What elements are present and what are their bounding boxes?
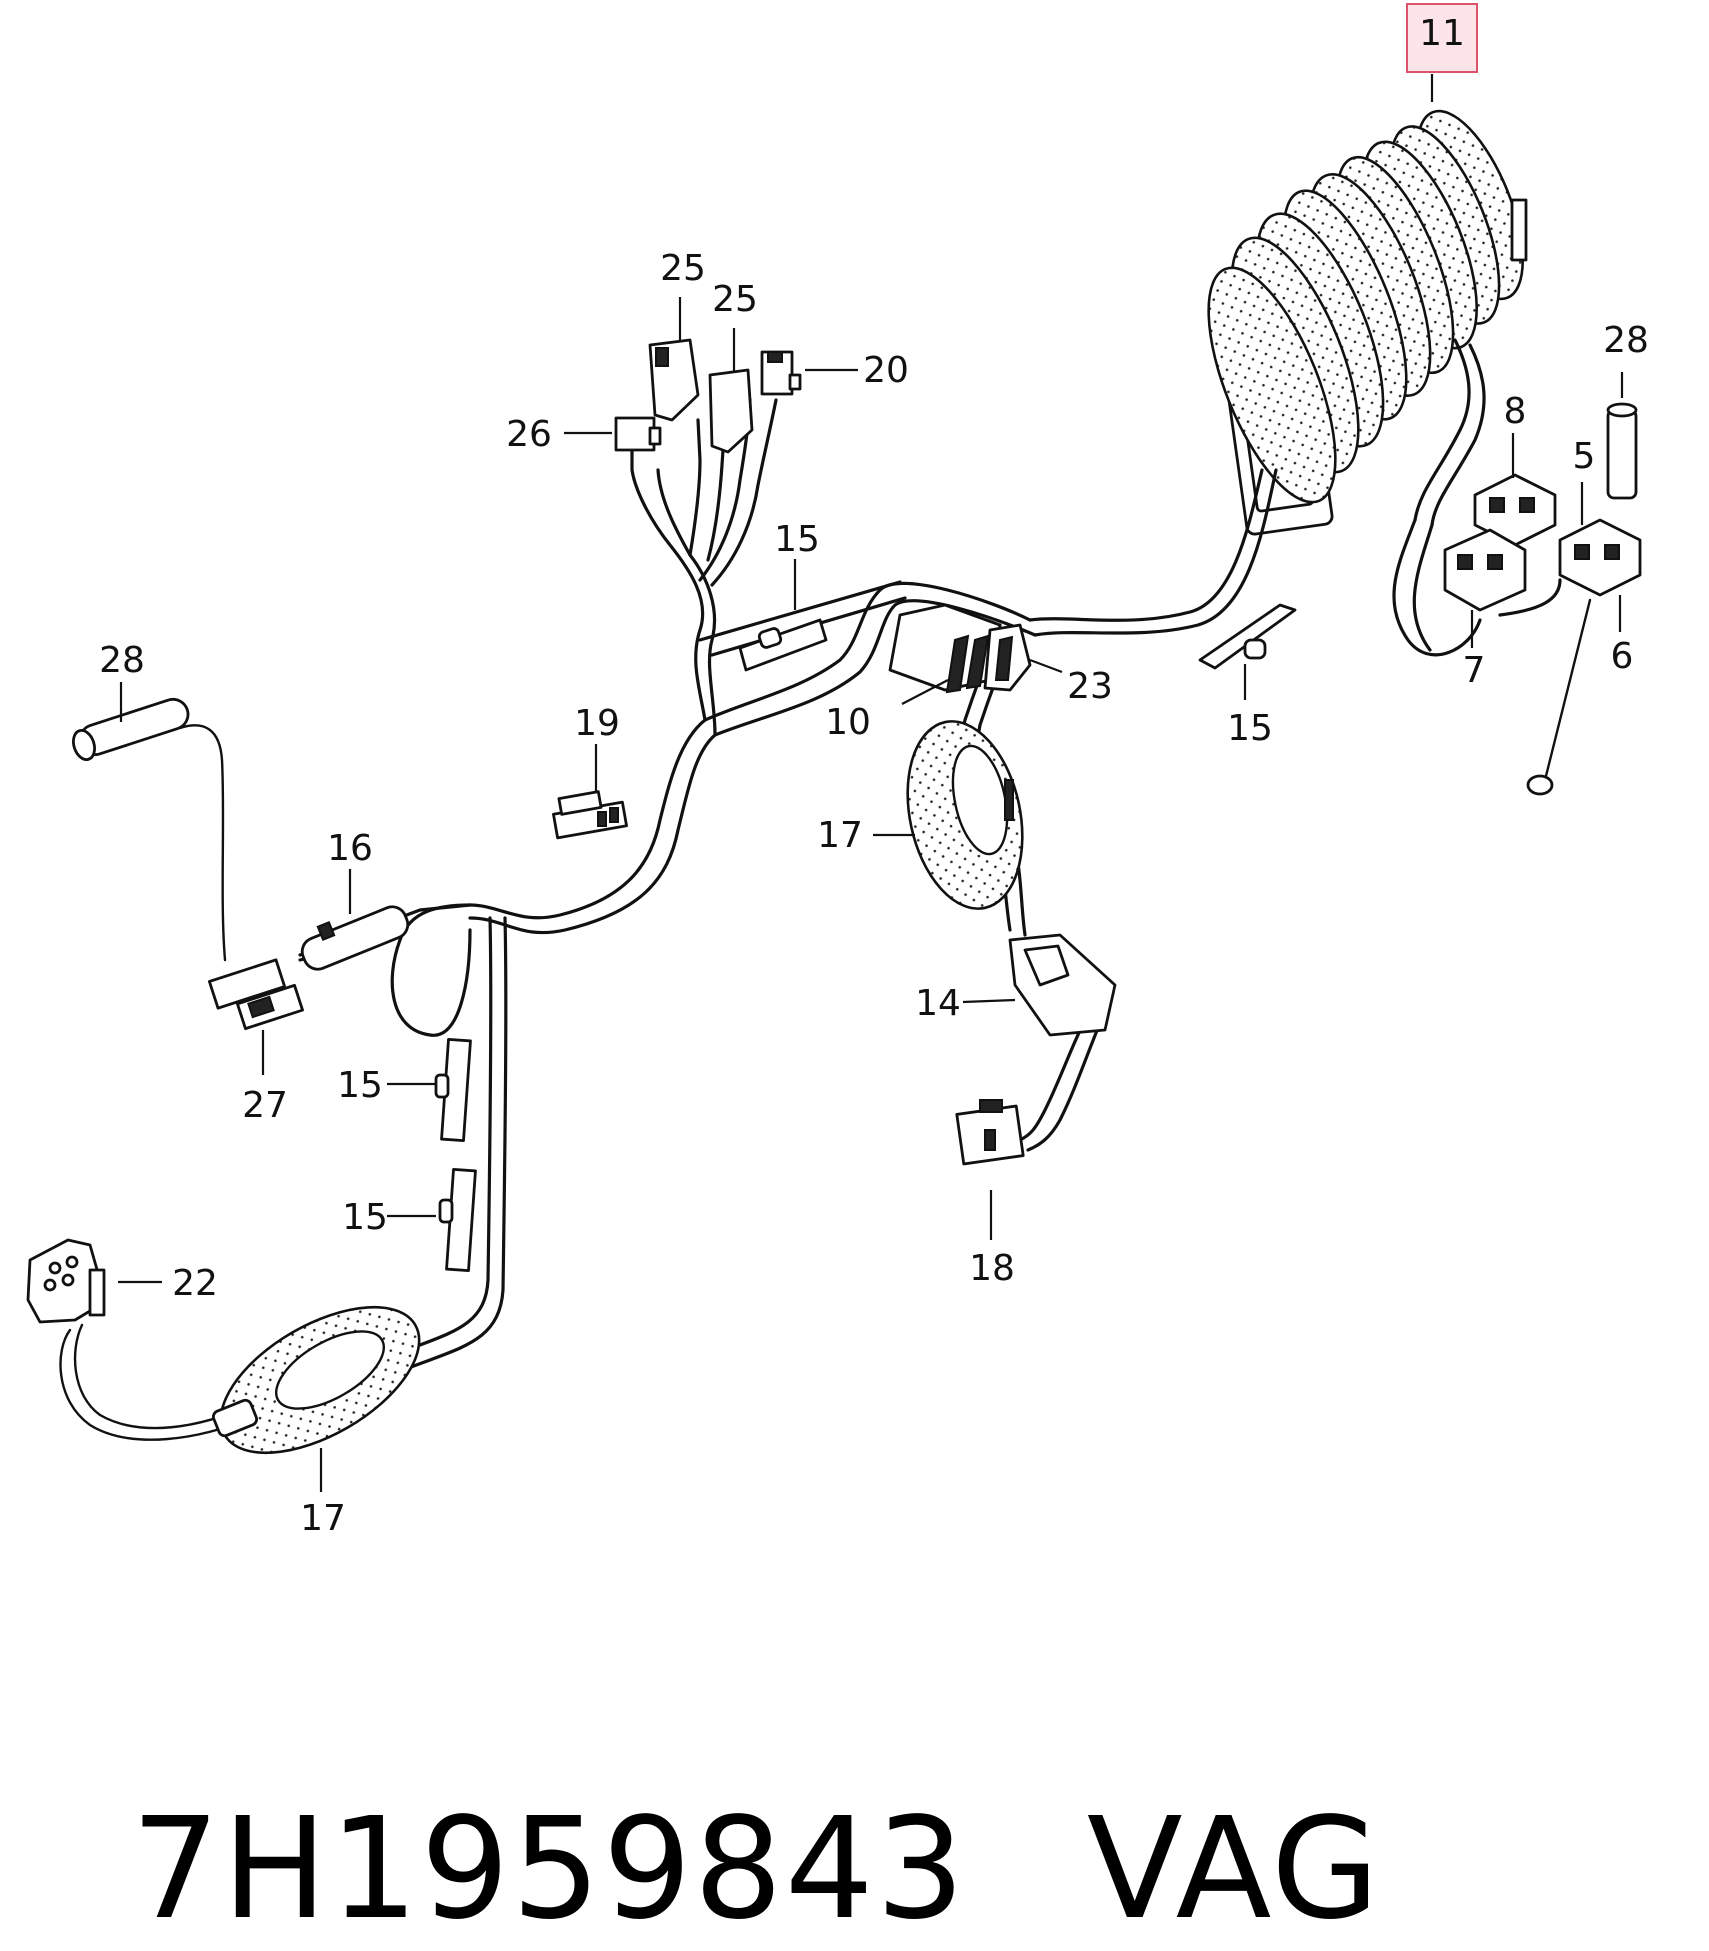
connector-part-8: [1473, 473, 1557, 547]
rod-part-28-right: [1606, 402, 1638, 500]
rod-part-28-left: [72, 697, 190, 761]
connector-part-14: [1008, 933, 1117, 1037]
callout-11[interactable]: 11: [1419, 13, 1465, 54]
connector-part-10: [888, 603, 1002, 694]
callout-28-right[interactable]: 28: [1603, 320, 1649, 361]
connector-part-7: [1443, 528, 1527, 612]
right-branch-wires: [1392, 338, 1592, 796]
grommet-part-17-middle: [906, 720, 1024, 910]
callout-19[interactable]: 19: [574, 703, 620, 744]
callout-labels: 11 28 8 5 7 6 25 25 20 26 15 15 19 28 16…: [99, 13, 1649, 1539]
callout-17-middle[interactable]: 17: [817, 815, 863, 856]
clip-part-15-left-a: [434, 1037, 472, 1143]
callout-26[interactable]: 26: [506, 414, 552, 455]
callout-16[interactable]: 16: [327, 828, 373, 869]
callout-25-a[interactable]: 25: [660, 248, 706, 289]
callout-14[interactable]: 14: [915, 983, 961, 1024]
grommet-part-17-lower: [211, 1305, 421, 1455]
callout-15-left-b[interactable]: 15: [342, 1197, 388, 1238]
sleeve-part-16: [300, 905, 410, 971]
callout-6[interactable]: 6: [1611, 636, 1634, 677]
callout-15-top[interactable]: 15: [774, 519, 820, 560]
upper-branch-wires: [630, 398, 907, 737]
bellows-grommet-part: [1207, 109, 1528, 536]
callout-18[interactable]: 18: [969, 1248, 1015, 1289]
callout-23[interactable]: 23: [1067, 666, 1113, 707]
callout-15-right[interactable]: 15: [1227, 708, 1273, 749]
wiring-harness-diagram: 11 28 8 5 7 6 25 25 20 26 15 15 19 28 16…: [26, 3, 1649, 1539]
leader-lines: [118, 74, 1624, 1492]
connector-part-25-b: [708, 368, 754, 454]
callout-25-b[interactable]: 25: [712, 279, 758, 320]
callout-22[interactable]: 22: [172, 1263, 218, 1304]
clip-part-15-top: [738, 618, 828, 672]
connector-part-18: [955, 1099, 1025, 1166]
connector-part-25-a: [648, 338, 700, 422]
callout-20[interactable]: 20: [863, 350, 909, 391]
highlighted-callout-box: [1406, 3, 1478, 73]
connector-part-26: [614, 416, 662, 452]
connector-part-19: [552, 790, 628, 840]
brand-name: VAG: [1086, 1788, 1382, 1951]
connector-part-27: [207, 958, 304, 1031]
callout-28-left[interactable]: 28: [99, 640, 145, 681]
callout-8[interactable]: 8: [1504, 391, 1527, 432]
callout-27[interactable]: 27: [242, 1085, 288, 1126]
connector-part-20: [760, 350, 802, 396]
callout-5[interactable]: 5: [1573, 436, 1596, 477]
callout-7[interactable]: 7: [1463, 650, 1486, 691]
callout-17-lower[interactable]: 17: [300, 1498, 346, 1539]
clip-part-15-left-b: [438, 1167, 477, 1273]
callout-10[interactable]: 10: [825, 702, 871, 743]
main-harness-wires: [248, 468, 1278, 1427]
callout-15-left-a[interactable]: 15: [337, 1065, 383, 1106]
part-number: 7H1959843: [131, 1788, 967, 1951]
connector-part-23: [983, 623, 1032, 692]
lower-branch-wires: [1018, 1018, 1100, 1152]
connector-part-22: [26, 1238, 106, 1324]
connector-part-5-6: [1558, 518, 1642, 597]
clip-part-15-right: [1198, 603, 1297, 670]
